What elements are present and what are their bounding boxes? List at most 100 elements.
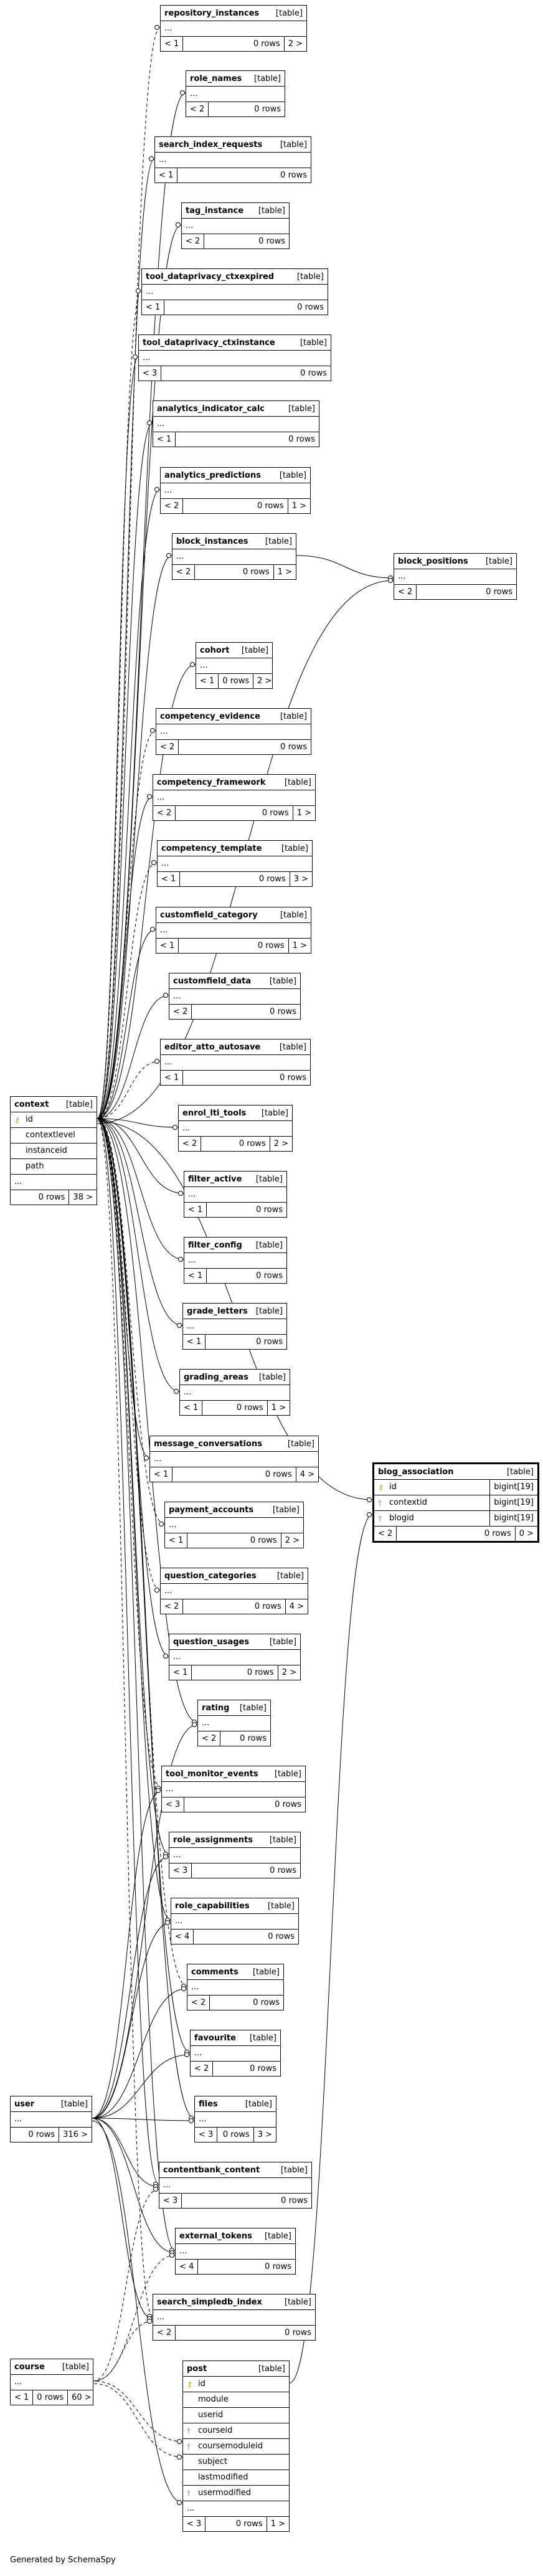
- table-type: [table]: [284, 2297, 311, 2307]
- row-count: 0 rows: [250, 2064, 276, 2073]
- column-ellipsis: ...: [166, 1784, 174, 1794]
- column-ellipsis: ...: [14, 2114, 22, 2124]
- table-name[interactable]: grading_areas: [184, 1372, 248, 1382]
- table-name[interactable]: favourite: [194, 2033, 236, 2043]
- table-name[interactable]: filter_active: [188, 1174, 242, 1184]
- table-name[interactable]: tool_dataprivacy_ctxexpired: [146, 272, 275, 282]
- table-name[interactable]: external_tokens: [179, 2231, 252, 2241]
- table-name[interactable]: editor_atto_autosave: [164, 1042, 261, 1052]
- table-name[interactable]: tool_dataprivacy_ctxinstance: [143, 338, 275, 348]
- table-name[interactable]: customfield_data: [173, 976, 252, 986]
- row-count: 0 rows: [300, 369, 327, 378]
- table-name[interactable]: search_simpledb_index: [157, 2297, 262, 2307]
- table-name[interactable]: competency_framework: [157, 777, 266, 787]
- table-tool-dataprivacy-ctxinstance[interactable]: tool_dataprivacy_ctxinstance[table]...< …: [138, 334, 331, 381]
- table-name[interactable]: competency_template: [161, 843, 262, 853]
- table-tool-dataprivacy-ctxexpired[interactable]: tool_dataprivacy_ctxexpired[table]...< 1…: [141, 268, 328, 315]
- row-count: 0 rows: [280, 1073, 306, 1082]
- table-name[interactable]: contentbank_content: [163, 2165, 260, 2175]
- table-header: competency_template[table]: [158, 841, 312, 856]
- child-count: 2 >: [285, 1536, 300, 1545]
- table-name[interactable]: role_assignments: [173, 1835, 253, 1845]
- table-name[interactable]: grade_letters: [187, 1306, 248, 1316]
- table-name[interactable]: rating: [202, 1703, 230, 1713]
- table-name[interactable]: role_capabilities: [175, 1901, 250, 1911]
- table-name[interactable]: message_conversations: [154, 1439, 262, 1449]
- table-name[interactable]: customfield_category: [160, 910, 258, 920]
- table-name[interactable]: question_usages: [173, 1637, 250, 1647]
- table-name[interactable]: course: [14, 2362, 45, 2372]
- table-name[interactable]: blog_association: [378, 1467, 454, 1477]
- table-name[interactable]: tag_instance: [186, 206, 244, 215]
- column-row: path: [11, 1159, 97, 1175]
- table-name[interactable]: tool_monitor_events: [166, 1769, 258, 1779]
- table-name[interactable]: question_categories: [164, 1571, 257, 1581]
- table-name[interactable]: post: [187, 2364, 207, 2374]
- table-name[interactable]: repository_instances: [164, 8, 260, 18]
- table-type: [table]: [276, 1571, 304, 1581]
- column-ellipsis: ...: [202, 1718, 210, 1728]
- table-name[interactable]: enrol_lti_tools: [182, 1108, 247, 1118]
- table-name[interactable]: competency_evidence: [160, 711, 260, 721]
- table-name[interactable]: cohort: [200, 645, 230, 655]
- table-name[interactable]: search_index_requests: [159, 140, 263, 149]
- table-name[interactable]: files: [199, 2099, 218, 2109]
- table-name[interactable]: role_names: [190, 73, 242, 83]
- parent-count: < 4: [176, 2260, 199, 2274]
- table-name[interactable]: comments: [191, 1967, 238, 1977]
- column-ellipsis: ...: [175, 1916, 183, 1926]
- table-name[interactable]: filter_config: [188, 1240, 242, 1250]
- table-name[interactable]: context: [14, 1099, 49, 1109]
- table-name[interactable]: block_instances: [176, 536, 248, 546]
- rel-tool_monitor_events-user: [92, 1790, 162, 2119]
- table-name[interactable]: analytics_predictions: [164, 470, 261, 480]
- table-name[interactable]: user: [14, 2099, 35, 2109]
- table-name[interactable]: payment_accounts: [169, 1505, 254, 1515]
- row-count: 0 rows: [187, 1533, 281, 1548]
- table-name[interactable]: block_positions: [398, 556, 468, 566]
- parent-count: < 1: [183, 1335, 206, 1349]
- table-name[interactable]: analytics_indicator_calc: [157, 404, 265, 414]
